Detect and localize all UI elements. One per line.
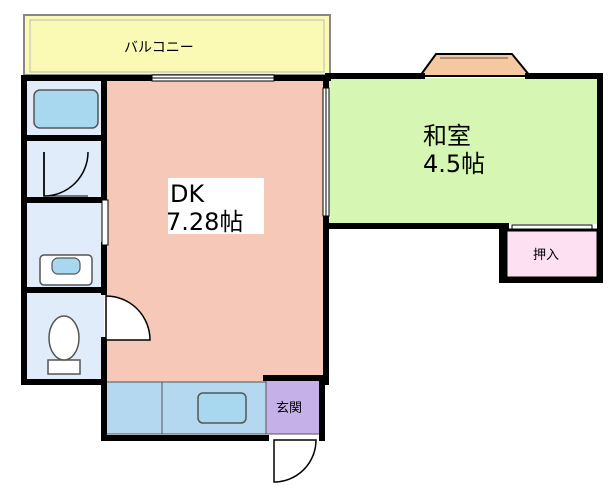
washbasin xyxy=(39,254,93,286)
toilet xyxy=(47,315,81,375)
entrance-label: 玄関 xyxy=(276,401,302,416)
japanese-room-size-label: 4.5帖 xyxy=(423,150,485,178)
entrance-floor xyxy=(265,377,321,435)
entrance-door xyxy=(273,439,317,483)
kitchen-sink xyxy=(197,392,247,424)
bath-door xyxy=(43,151,89,197)
bathtub xyxy=(33,89,99,129)
japanese-room-name-label: 和室 xyxy=(423,122,471,150)
toilet-door-sash xyxy=(101,199,109,246)
walls xyxy=(21,73,603,441)
japanese-room-floor xyxy=(328,78,600,224)
dk-name-label: DK xyxy=(170,180,205,208)
bay-window xyxy=(418,53,533,77)
closet-sliding-door xyxy=(511,224,593,230)
washroom-door xyxy=(105,292,151,341)
balcony-inner-line xyxy=(29,19,325,73)
closet-label: 押入 xyxy=(533,248,559,263)
balcony-area xyxy=(23,14,331,76)
dk-size-label: 7.28帖 xyxy=(166,208,243,236)
balcony-label: バルコニー xyxy=(124,40,194,56)
dk-label-bg xyxy=(168,178,264,234)
